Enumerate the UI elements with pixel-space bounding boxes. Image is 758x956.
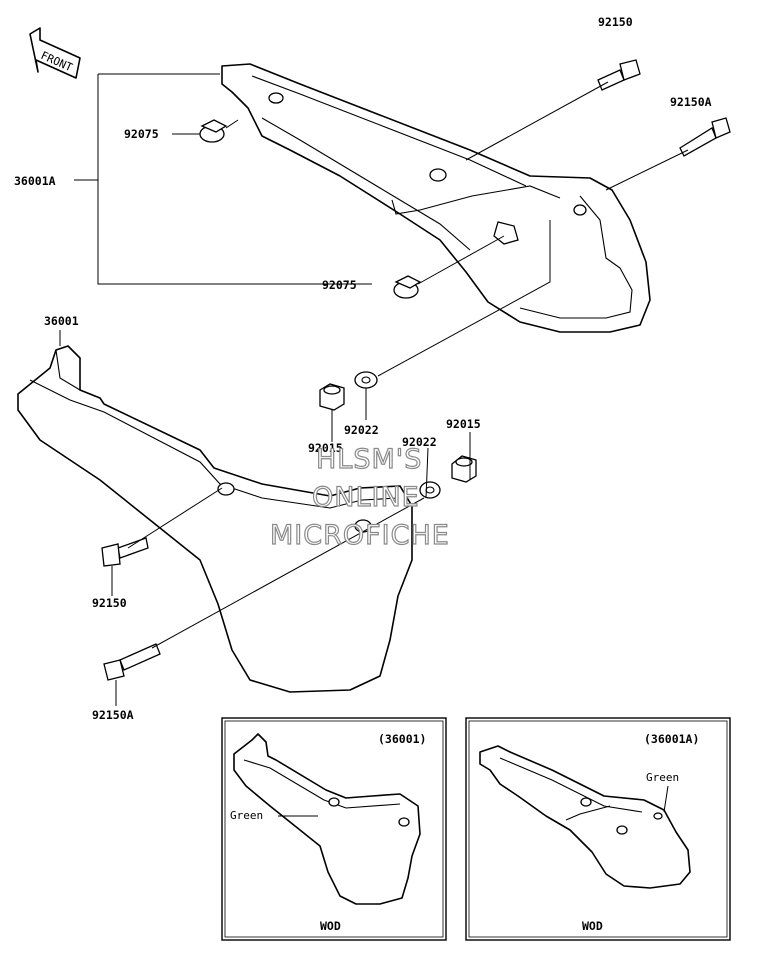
grommet-92075-a-icon: [199, 119, 228, 143]
callout-92150a-top: 92150A: [670, 95, 712, 109]
inset-right-color: Green: [646, 771, 679, 784]
callout-36001: 36001: [44, 314, 79, 328]
leader-lines: [59, 73, 689, 706]
inset-left-color: Green: [230, 809, 263, 822]
callout-92022-a: 92022: [344, 423, 379, 437]
callout-92022-b: 92022: [402, 435, 437, 449]
inset-left: (36001) Green WOD: [221, 717, 447, 941]
callout-92150-top: 92150: [598, 15, 633, 29]
callout-36001a: 36001A: [14, 174, 56, 188]
bolt-92150a-top-icon: [679, 117, 731, 157]
watermark-line2: ONLINE: [312, 482, 420, 513]
callout-92015-a: 92015: [308, 441, 343, 455]
front-arrow-icon: FRONT: [29, 27, 81, 79]
side-cover-36001: [17, 345, 413, 693]
bolt-92150-bottom-icon: [101, 537, 149, 567]
washer-92022-a-icon: [354, 371, 378, 389]
inset-left-part: (36001): [378, 732, 426, 746]
bolt-92150-top-icon: [597, 59, 641, 91]
inset-left-model: WOD: [320, 919, 341, 933]
watermark-line3: MICROFICHE: [270, 520, 450, 551]
inset-right-part: (36001A): [644, 732, 699, 746]
bolt-92150a-bottom-icon: [103, 643, 161, 681]
inset-right-model: WOD: [582, 919, 603, 933]
callout-92150-bottom: 92150: [92, 596, 127, 610]
washer-92022-b-icon: [419, 481, 441, 499]
watermark-line1: HLSM'S: [316, 444, 422, 475]
callout-92075-a: 92075: [124, 127, 159, 141]
watermark: HLSM'S ONLINE MICROFICHE: [269, 443, 450, 551]
collar-92015-a-icon: [319, 383, 345, 411]
inset-right: (36001A) Green WOD: [465, 717, 731, 941]
grommet-92075-b-icon: [393, 275, 422, 299]
callout-92075-b: 92075: [322, 278, 357, 292]
collar-92015-b-icon: [451, 455, 477, 483]
callout-92150a-bottom: 92150A: [92, 708, 134, 722]
side-cover-36001a: [221, 63, 651, 333]
callout-92015-b: 92015: [446, 417, 481, 431]
